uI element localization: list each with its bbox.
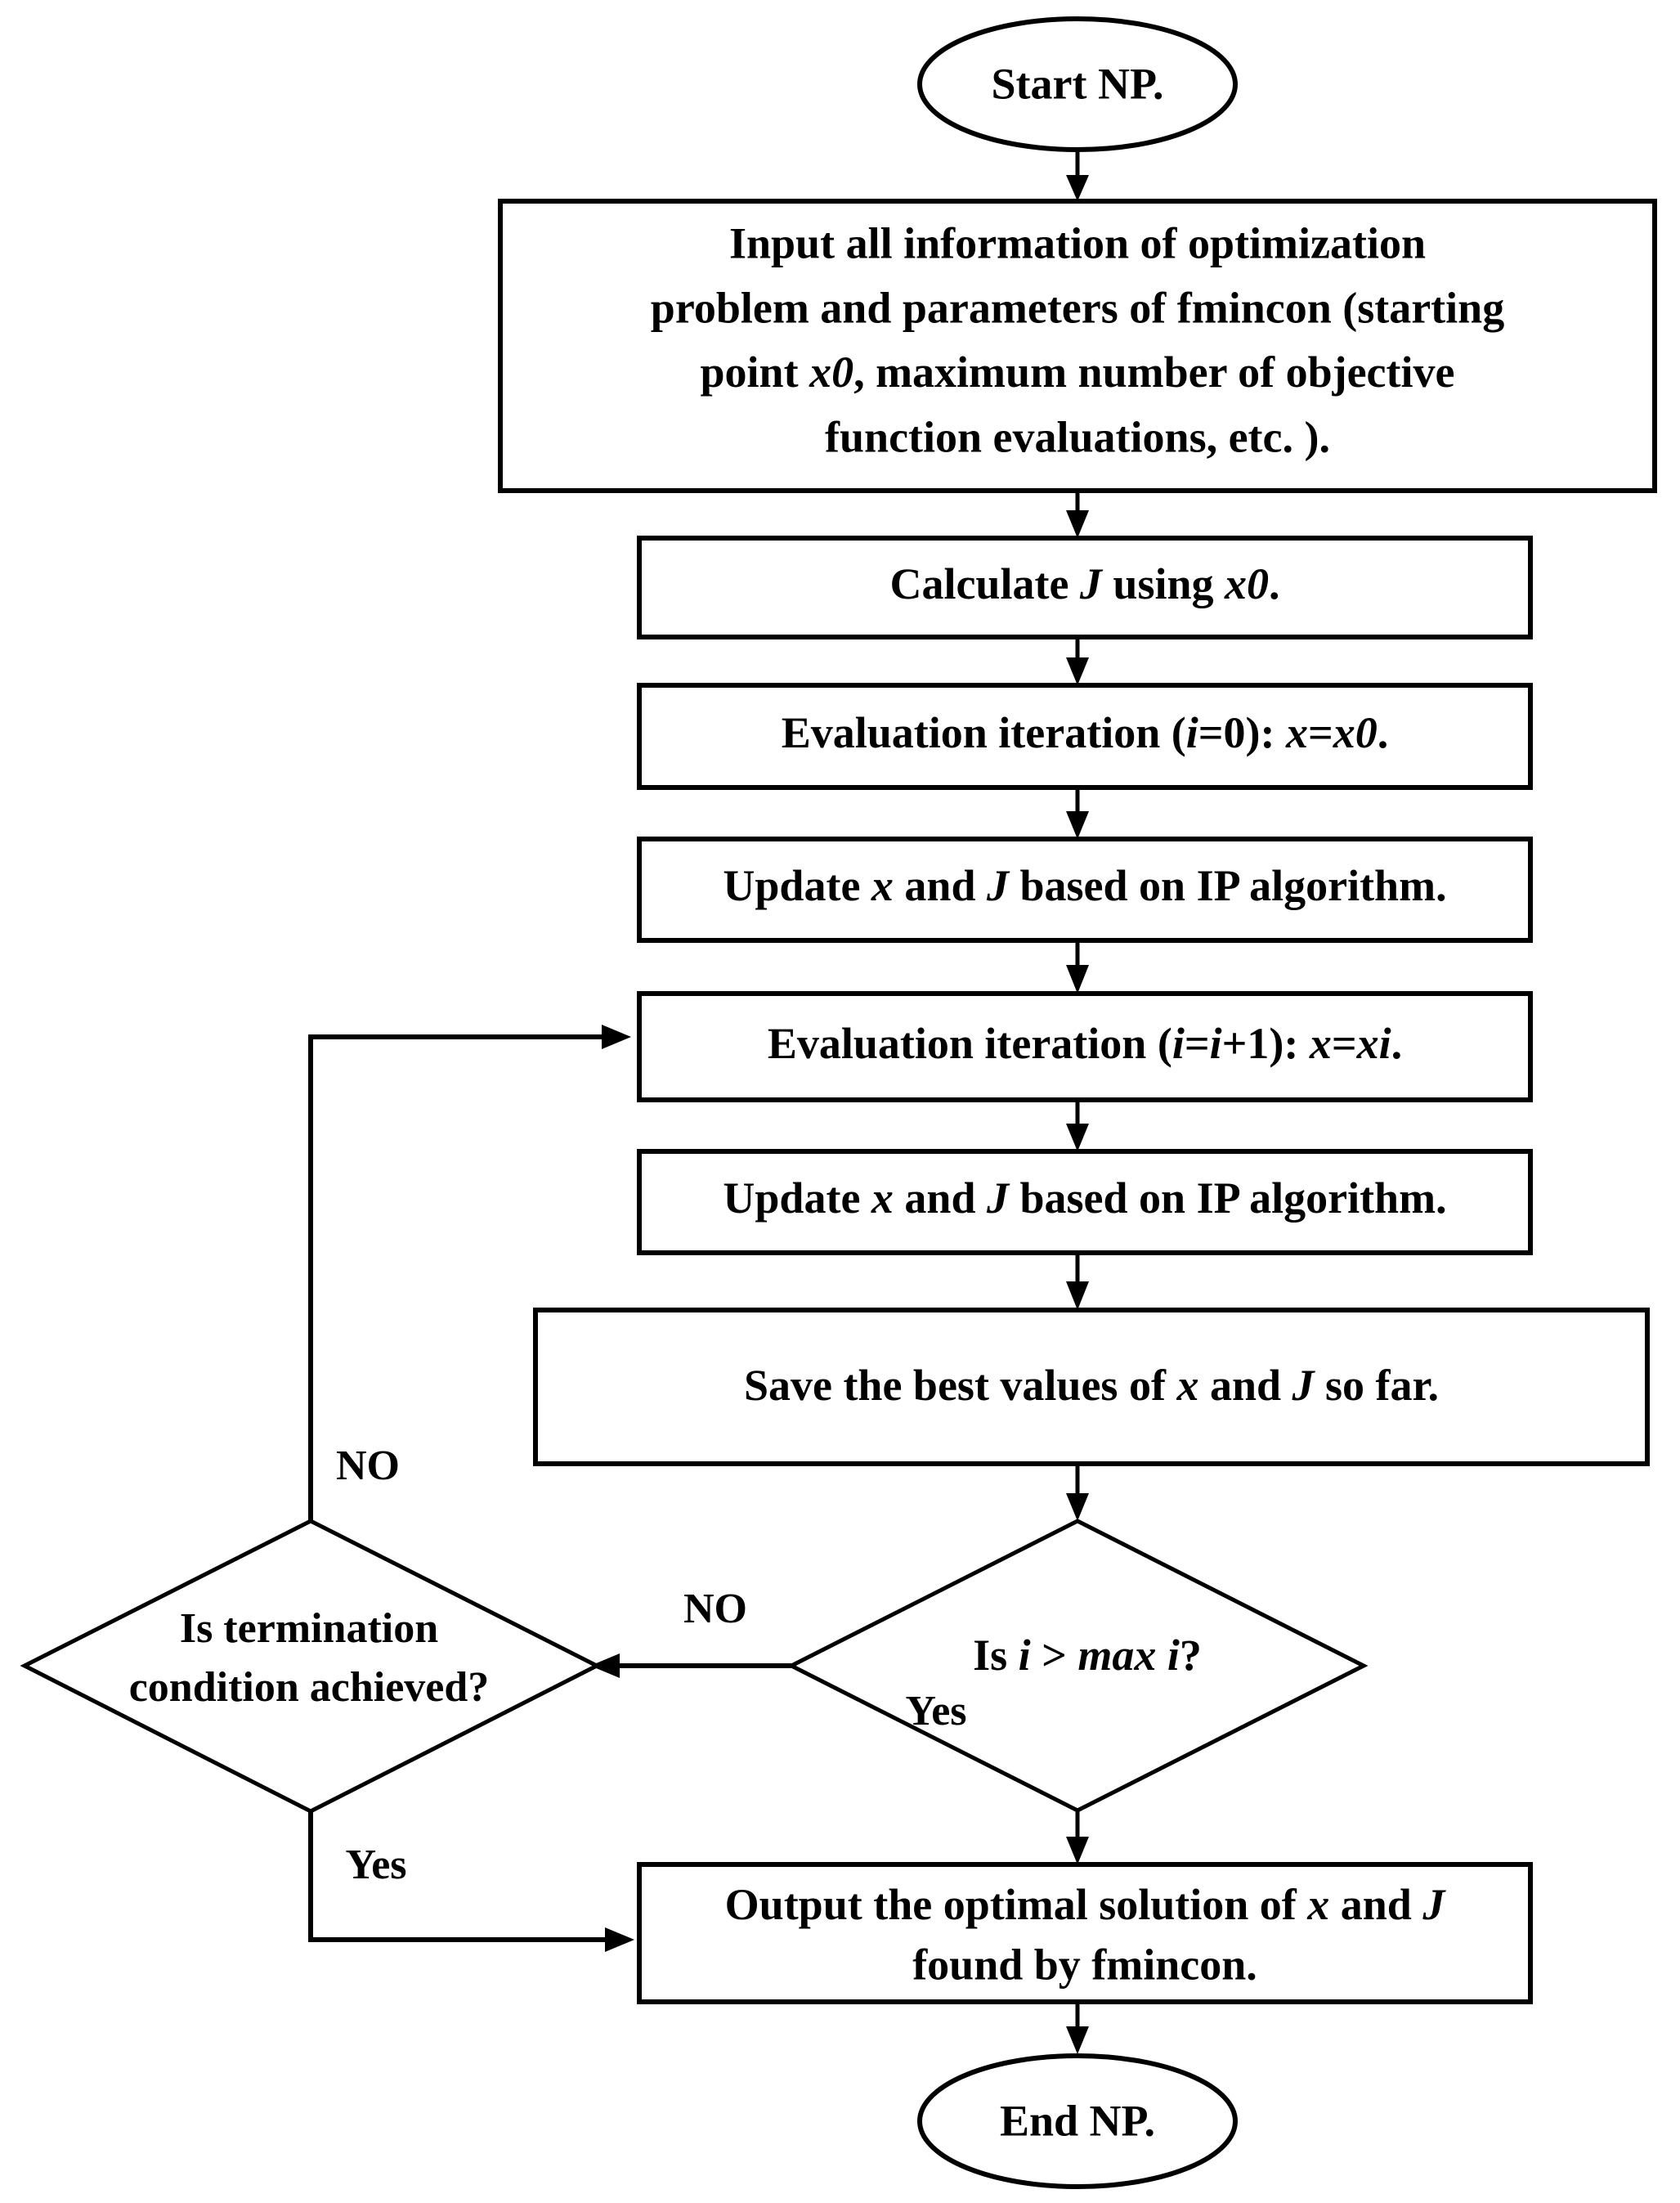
node-eval-init-label: Evaluation iteration (i=0): x=x0. bbox=[782, 708, 1389, 757]
connector-output-to-end bbox=[1066, 2002, 1089, 2054]
node-eval-increment-label: Evaluation iteration (i=i+1): x=xi. bbox=[768, 1019, 1402, 1068]
connector-evalincrement-to-updatesecond bbox=[1066, 1100, 1089, 1151]
edge-label-termination-no: NO bbox=[336, 1442, 400, 1489]
node-output-line1: Output the optimal solution of x and J bbox=[725, 1880, 1447, 1929]
node-calculate-label: Calculate J using x0. bbox=[889, 559, 1279, 608]
connector-updatefirst-to-evalincrement bbox=[1066, 940, 1089, 994]
node-save-best[interactable]: Save the best values of x and J so far. bbox=[533, 1308, 1650, 1466]
connector-updatesecond-to-savebest bbox=[1066, 1253, 1089, 1310]
node-output-line2: found by fmincon. bbox=[912, 1940, 1257, 1989]
node-input-line2: problem and parameters of fmincon (start… bbox=[651, 283, 1504, 332]
node-output[interactable]: Output the optimal solution of x and J f… bbox=[637, 1862, 1533, 2004]
connector-evalinit-to-updatefirst bbox=[1066, 787, 1089, 839]
edge-label-maxi-no: NO bbox=[683, 1586, 747, 1632]
node-input-line4: function evaluations, etc. ). bbox=[825, 412, 1330, 461]
node-end[interactable]: End NP. bbox=[917, 2053, 1238, 2189]
connector-termination-no-to-evalincrement bbox=[308, 1025, 631, 1521]
node-decision-termination[interactable]: Is termination condition achieved? bbox=[20, 1519, 602, 1814]
connector-start-to-input bbox=[1066, 150, 1089, 201]
node-update-first[interactable]: Update x and J based on IP algorithm. bbox=[637, 837, 1533, 943]
node-calculate[interactable]: Calculate J using x0. bbox=[637, 536, 1533, 639]
node-input-line3: point x0, maximum number of objective bbox=[701, 348, 1455, 397]
node-input-line1: Input all information of optimization bbox=[729, 218, 1426, 267]
node-update-second[interactable]: Update x and J based on IP algorithm. bbox=[637, 1149, 1533, 1255]
node-update-second-label: Update x and J based on IP algorithm. bbox=[723, 1173, 1446, 1223]
edge-label-maxi-yes: Yes bbox=[905, 1688, 966, 1734]
node-end-label: End NP. bbox=[1000, 2096, 1155, 2145]
connector-maxi-no-to-termination bbox=[590, 1653, 791, 1678]
connector-maxi-yes-to-output bbox=[1066, 1810, 1089, 1864]
node-start-label: Start NP. bbox=[992, 59, 1164, 108]
node-update-first-label: Update x and J based on IP algorithm. bbox=[723, 861, 1446, 910]
node-save-best-label: Save the best values of x and J so far. bbox=[744, 1361, 1439, 1410]
node-decision-max-iteration[interactable]: Is i > max i? bbox=[786, 1519, 1369, 1813]
node-decision-termination-line2: condition achieved? bbox=[129, 1664, 490, 1711]
node-decision-termination-line1: Is termination bbox=[180, 1605, 438, 1652]
connector-termination-yes-to-output bbox=[308, 1811, 634, 1952]
node-eval-increment[interactable]: Evaluation iteration (i=i+1): x=xi. bbox=[637, 991, 1533, 1102]
edge-label-termination-yes: Yes bbox=[345, 1842, 406, 1888]
connector-savebest-to-decisionmaxi bbox=[1066, 1464, 1089, 1521]
node-eval-init[interactable]: Evaluation iteration (i=0): x=x0. bbox=[637, 683, 1533, 790]
node-decision-max-iteration-label: Is i > max i? bbox=[973, 1631, 1202, 1680]
connector-input-to-calculate bbox=[1066, 491, 1089, 538]
node-start[interactable]: Start NP. bbox=[917, 16, 1238, 152]
node-input[interactable]: Input all information of optimization pr… bbox=[498, 199, 1657, 493]
connector-calculate-to-evalinit bbox=[1066, 637, 1089, 685]
